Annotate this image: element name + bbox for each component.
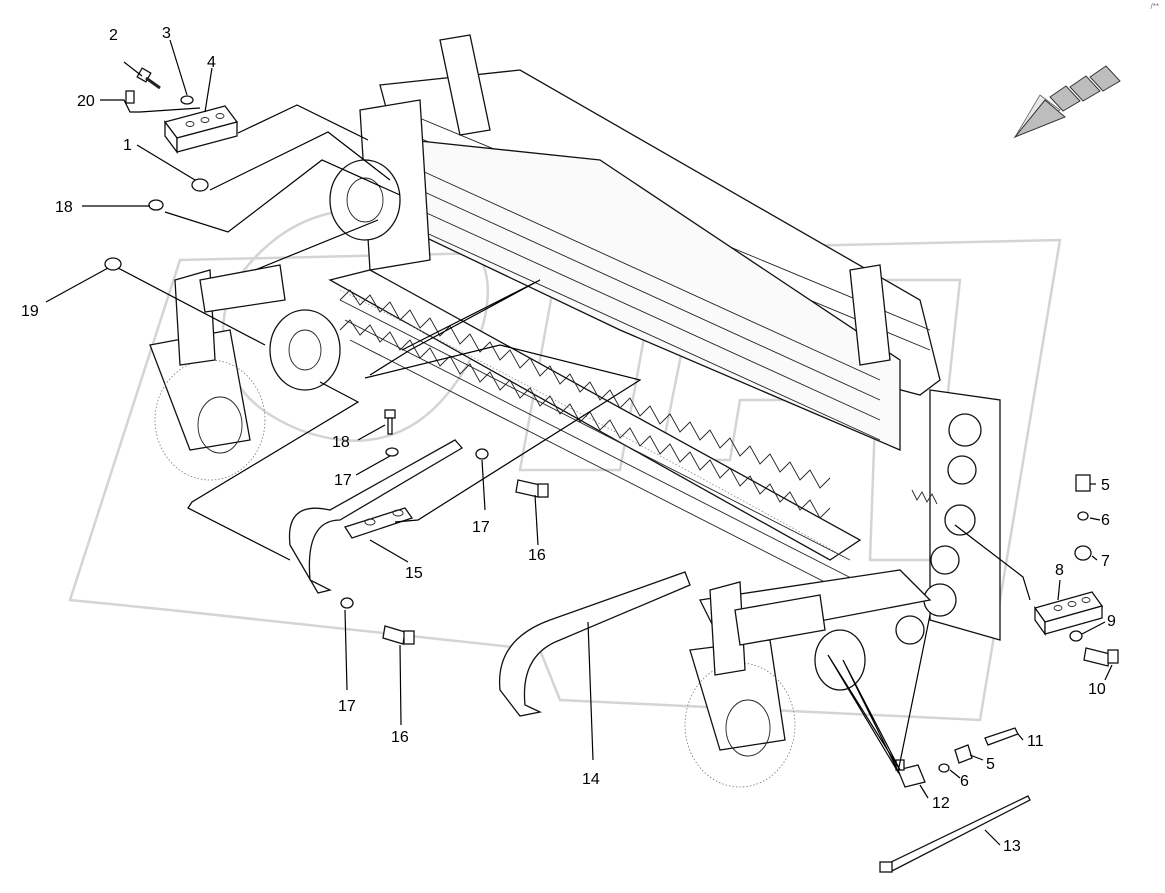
part-17-washer-b <box>475 448 489 460</box>
part-17-washer-a <box>385 447 399 457</box>
part-17-washer-c <box>340 597 354 609</box>
callout-12: 12 <box>932 795 950 812</box>
part-1-nut <box>191 178 209 192</box>
callout-6-lower: 6 <box>960 773 969 790</box>
gauge-wheel-left <box>149 264 286 481</box>
corner-mark: /** <box>1150 2 1159 11</box>
header-frame <box>269 34 1001 691</box>
callout-8: 8 <box>1055 562 1064 579</box>
direction-arrow-icon <box>1013 65 1121 139</box>
part-10-bolt <box>1083 647 1119 667</box>
callout-17-middle: 17 <box>472 519 490 536</box>
part-18-nut-left <box>104 257 122 271</box>
part-6-washer-top <box>1077 511 1089 521</box>
callout-16-lower: 16 <box>391 729 409 746</box>
callout-17-upper: 17 <box>334 472 352 489</box>
part-3-washer <box>180 95 194 105</box>
callout-16-upper: 16 <box>528 547 546 564</box>
callout-5-lower: 5 <box>986 756 995 773</box>
callout-6-upper: 6 <box>1101 512 1110 529</box>
callout-7: 7 <box>1101 553 1110 570</box>
callout-5-upper: 5 <box>1101 477 1110 494</box>
part-5-cap-bottom <box>954 744 973 764</box>
part-2-bolt <box>136 67 161 90</box>
callout-9: 9 <box>1107 613 1116 630</box>
part-19-bolt <box>384 409 396 435</box>
callout-13: 13 <box>1003 838 1021 855</box>
part-16-bolt-a <box>515 479 549 498</box>
callout-18-upper: 18 <box>55 199 73 216</box>
part-8-block <box>1033 591 1104 637</box>
part-14-shield <box>498 571 691 717</box>
callout-14: 14 <box>582 771 600 788</box>
callout-labels: 2 3 4 20 1 18 19 18 17 15 17 16 17 16 14… <box>21 25 1116 855</box>
callout-18-lower: 19 <box>21 303 39 320</box>
callout-2: 2 <box>109 27 118 44</box>
part-7-nut <box>1074 545 1092 561</box>
callout-4: 4 <box>207 54 216 71</box>
part-11-pin <box>984 727 1019 746</box>
part-4-block <box>163 105 239 154</box>
part-5-cap-top <box>1075 474 1091 492</box>
part-6-washer-bottom <box>938 763 950 773</box>
callout-10: 10 <box>1088 681 1106 698</box>
callout-1: 1 <box>123 137 132 154</box>
part-16-bolt-b <box>382 625 415 645</box>
callout-15: 15 <box>405 565 423 582</box>
part-18-nut-top <box>148 199 164 211</box>
callout-11: 11 <box>1027 733 1044 750</box>
part-9-washer <box>1069 630 1083 642</box>
part-12-elbow-fitting <box>895 759 926 788</box>
callout-20: 20 <box>77 93 95 110</box>
leader-lines <box>45 39 1113 846</box>
part-20-grease-nipple <box>125 90 135 104</box>
part-15-clamp-plate <box>288 439 464 594</box>
callout-17-lower: 17 <box>338 698 356 715</box>
spring <box>911 489 938 505</box>
callout-3: 3 <box>162 25 171 42</box>
callout-19: 18 <box>332 434 350 451</box>
part-13-cable-tie <box>879 795 1031 873</box>
gauge-wheel-right <box>684 581 826 788</box>
